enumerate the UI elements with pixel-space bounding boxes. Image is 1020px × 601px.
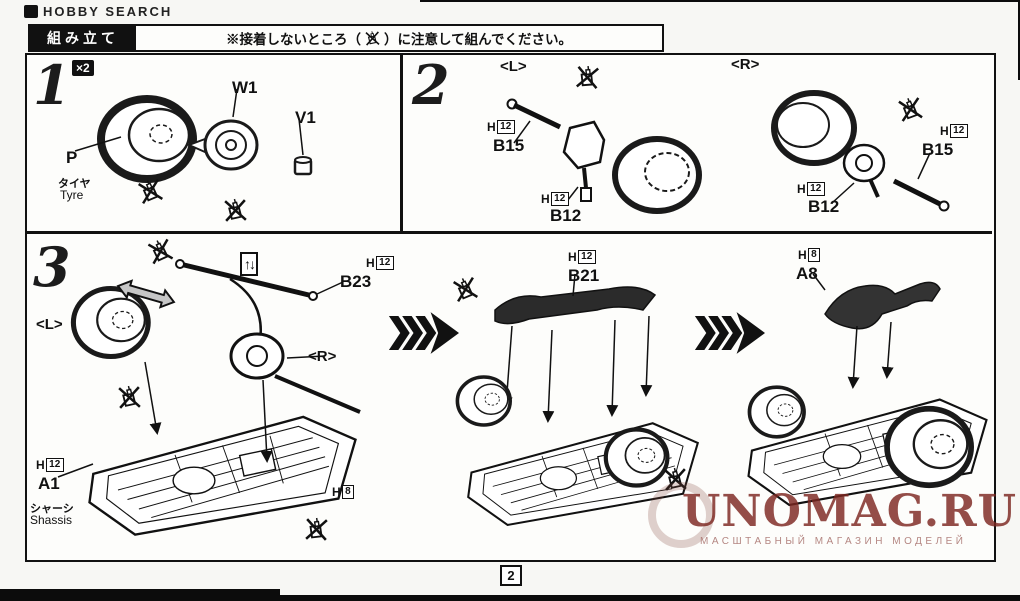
chassis-label-jp: シャーシ	[30, 503, 74, 515]
part-label-a1: A1	[38, 474, 60, 493]
part-label-a8: A8	[796, 264, 818, 283]
assembly-header-bar: 組み立て ※接着しないところ（ ）に注意して組んでください。	[28, 24, 664, 52]
part-label-b23: B23	[340, 272, 372, 291]
watermark-title: UNOMAG.RU	[682, 486, 1018, 537]
tyre-label-jp: タイヤ	[58, 178, 91, 190]
step1-number: 1	[33, 53, 71, 117]
glue-notice-post: ）に注意して組んでください。	[384, 32, 572, 47]
right-knuckle-assembly	[771, 90, 950, 212]
no-glue-icon	[144, 235, 176, 267]
frame-divider-horizontal	[25, 231, 992, 234]
step1-quantity-badge: ×2	[72, 60, 94, 76]
glue-notice: ※接着しないところ（ ）に注意して組んでください。	[136, 26, 662, 50]
scan-edge-top	[420, 0, 1020, 2]
wheel-hub-drawing	[186, 119, 259, 171]
no-glue-icon	[116, 384, 143, 411]
assembly-title: 組み立て	[30, 26, 136, 50]
no-glue-icon	[302, 515, 332, 545]
page-number: 2	[500, 565, 522, 586]
step1-illustration	[74, 88, 313, 183]
scan-edge-bottom-left	[0, 589, 280, 601]
hobbysearch-logo-icon	[24, 5, 38, 18]
step2-illustration	[506, 90, 950, 214]
part-label-b12: B12	[808, 197, 840, 216]
chassis-label-en: Shassis	[30, 513, 73, 527]
v1-part-drawing	[293, 156, 313, 176]
no-glue-icon	[222, 197, 249, 224]
step3-left-sketch	[57, 259, 361, 536]
no-glue-icon	[895, 94, 925, 124]
step3-number: 3	[33, 235, 71, 299]
insert-direction-icon: ↑↓	[240, 252, 258, 276]
hobbysearch-logo: HOBBY SEARCH	[24, 4, 172, 19]
part-label-b15: B15	[493, 136, 525, 155]
no-glue-icon	[450, 274, 481, 305]
step3-right-sketch	[747, 273, 988, 507]
part-label-v1: V1	[295, 108, 316, 127]
part-label-p: P	[66, 148, 78, 167]
tyre-drawing	[97, 95, 197, 183]
right-side-label: <R>	[731, 56, 760, 73]
frame-divider-vertical	[400, 53, 403, 233]
watermark-ring	[648, 482, 714, 548]
glue-notice-pre: ※接着しないところ（	[226, 32, 362, 47]
part-label-b21: B21	[568, 266, 600, 285]
part-label-b15: B15	[922, 140, 954, 159]
scan-edge-right	[1018, 0, 1020, 80]
part-label-b12: B12	[550, 206, 582, 225]
no-glue-icon	[572, 62, 602, 92]
step2-number: 2	[412, 53, 450, 117]
right-side-label: <R>	[308, 348, 337, 365]
no-glue-icon	[135, 176, 166, 207]
step3-middle-sketch	[455, 273, 700, 527]
hobbysearch-logo-text: HOBBY SEARCH	[43, 4, 173, 19]
scan-edge-bottom	[0, 595, 1020, 601]
step3-illustration	[57, 259, 988, 536]
no-glue-icon	[364, 30, 381, 47]
left-knuckle-assembly	[506, 98, 702, 214]
assembly-arrow-icon	[694, 312, 765, 354]
part-label-w1: W1	[232, 78, 258, 97]
left-side-label: <L>	[36, 316, 63, 333]
assembly-arrow-icon	[388, 312, 459, 354]
watermark-subtitle: МАСШТАБНЫЙ МАГАЗИН МОДЕЛЕЙ	[700, 536, 967, 547]
left-side-label: <L>	[500, 58, 527, 75]
tyre-label-en: Tyre	[60, 188, 84, 202]
